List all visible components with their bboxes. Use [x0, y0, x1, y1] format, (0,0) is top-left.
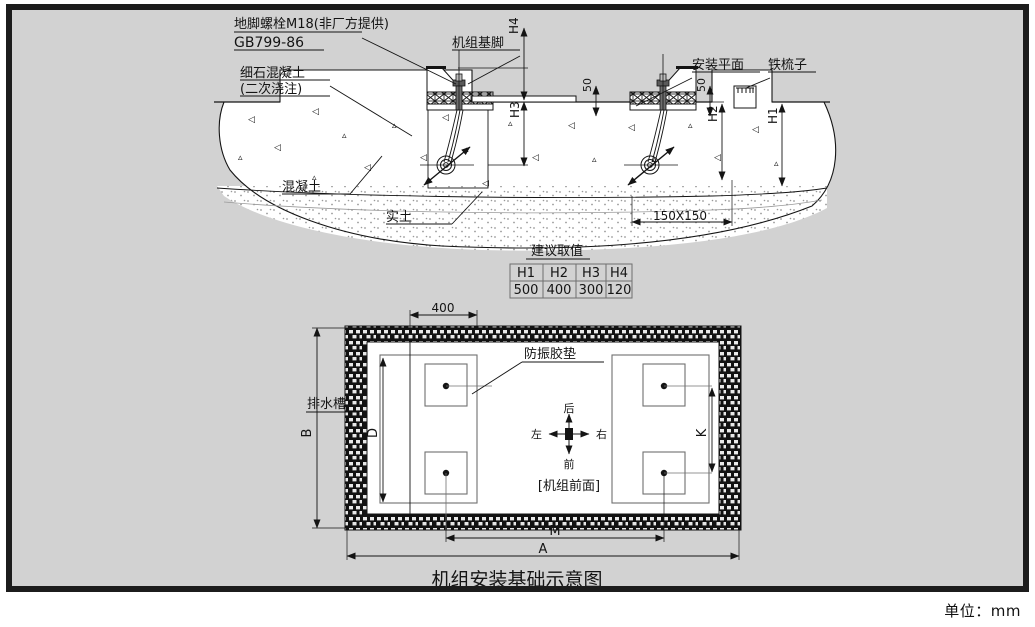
svg-text:M: M [549, 524, 560, 539]
dim-b: B [300, 327, 348, 529]
unit-note: 单位：mm [944, 602, 1021, 620]
fine-concrete-label-line1: 细石混凝土 [240, 65, 305, 81]
svg-text:◁: ◁ [568, 121, 575, 131]
svg-text:▵: ▵ [774, 159, 779, 169]
technical-drawing-canvas: ◁◁ ◁▵ ◁▵ ◁▵ ◁▵ ◁▵ ◁▵ ◁▵ ◁▵ ◁◁ ▵◁ ▵◁ ▵◁ ▵… [214, 16, 837, 586]
iron-comb-detail [733, 85, 757, 109]
iron-comb-label: 铁梳子 [768, 58, 807, 73]
dim-h4: H4 [458, 17, 528, 101]
anchor-bolt-label-line1: 地脚螺栓M18(非厂方提供) [234, 16, 389, 32]
svg-text:▵: ▵ [508, 119, 513, 129]
table-caption: 建议取值 [531, 243, 583, 259]
rubber-pad-leader [471, 361, 604, 395]
svg-text:H3: H3 [508, 101, 522, 118]
table-header-cell: H3 [582, 266, 600, 281]
dim-a: A [346, 530, 740, 560]
svg-text:D: D [366, 428, 381, 438]
rubber-pad [642, 363, 686, 407]
recommended-values-table: 建议取值 H1 H2 H3 H4 500 400 [509, 243, 633, 299]
svg-text:◁: ◁ [482, 179, 489, 189]
svg-text:◁: ◁ [364, 163, 371, 173]
compass-right-label: 右 [596, 427, 607, 441]
svg-text:◁: ◁ [248, 115, 255, 125]
svg-text:◁: ◁ [752, 125, 759, 135]
table-value-cell: 300 [579, 283, 604, 298]
table-value-cell: 500 [514, 283, 539, 298]
pad-centre-lines [445, 385, 712, 530]
dim-d: D [366, 357, 387, 503]
svg-text:◁: ◁ [420, 153, 427, 163]
table-value-cell: 120 [607, 283, 632, 298]
drain-channel-label: 排水槽 [307, 397, 346, 412]
svg-text:A: A [539, 542, 548, 557]
dim-h2: H2 [706, 103, 726, 181]
mounting-plane-label: 安装平面 [692, 58, 744, 73]
table-value-cell: 400 [547, 283, 572, 298]
svg-text:H4: H4 [507, 17, 521, 34]
section-view: ◁◁ ◁▵ ◁▵ ◁▵ ◁▵ ◁▵ ◁▵ ◁▵ ◁▵ ◁◁ ▵◁ ▵◁ ▵◁ ▵… [214, 16, 837, 251]
drawing-sheet: ◁◁ ◁▵ ◁▵ ◁▵ ◁▵ ◁▵ ◁▵ ◁▵ ◁▵ ◁◁ ▵◁ ▵◁ ▵◁ ▵… [6, 4, 1029, 592]
soil-top-line [216, 187, 828, 199]
plan-view: 防振胶垫 排水槽 后 左 右 前 [机组前面] [300, 301, 742, 560]
excavation-outline [218, 69, 837, 249]
label-underlines [234, 31, 816, 225]
svg-text:◁: ◁ [628, 123, 635, 133]
fine-concrete-label-line2: (二次浇注) [240, 81, 302, 97]
table-header-cell: H4 [610, 266, 628, 281]
dim-h1: H1 [766, 103, 786, 187]
svg-text:◁: ◁ [442, 113, 449, 123]
svg-text:400: 400 [432, 301, 455, 315]
svg-text:◁: ◁ [714, 153, 721, 163]
svg-text:▵: ▵ [312, 173, 317, 183]
table-grid [509, 263, 633, 299]
svg-text:◁: ◁ [532, 153, 539, 163]
svg-text:150X150: 150X150 [653, 209, 707, 223]
dim-50-right: 50 [695, 78, 724, 117]
table-header-cell: H1 [517, 266, 535, 281]
table-header-row: H1 H2 H3 H4 [517, 266, 628, 281]
svg-text:▵: ▵ [342, 131, 347, 141]
solid-earth-label: 实土 [386, 210, 412, 225]
compass-front-label: 前 [564, 457, 575, 471]
soil-second-line [223, 199, 823, 214]
left-pedestal [420, 50, 494, 189]
dim-m: M [445, 476, 665, 542]
dim-150x150: 150X150 [631, 180, 733, 226]
rubber-pad-label: 防振胶垫 [524, 346, 576, 362]
right-pedestal [624, 54, 698, 186]
anchor-bolt-label-line2: GB799-86 [234, 35, 304, 51]
dim-k: K [695, 387, 716, 473]
svg-text:▵: ▵ [688, 121, 693, 131]
leader-lines [329, 37, 771, 225]
svg-text:▵: ▵ [238, 153, 243, 163]
svg-text:50: 50 [695, 78, 708, 92]
svg-text:◁: ◁ [274, 143, 281, 153]
svg-text:B: B [300, 429, 315, 438]
table-header-cell: H2 [550, 266, 568, 281]
front-note-label: [机组前面] [538, 478, 600, 494]
svg-text:◁: ◁ [312, 107, 319, 117]
svg-text:H2: H2 [706, 105, 720, 122]
svg-text:K: K [695, 428, 710, 437]
dim-h3: H3 [488, 101, 528, 167]
dim-400: 400 [409, 301, 478, 328]
svg-text:▵: ▵ [592, 155, 597, 165]
orientation-compass: 后 左 右 前 [531, 402, 607, 471]
rubber-pad [424, 363, 468, 407]
machine-base-label: 机组基脚 [452, 35, 504, 51]
concrete-label: 混凝土 [282, 179, 321, 195]
compass-left-label: 左 [531, 428, 542, 441]
svg-text:50: 50 [581, 78, 594, 92]
dim-50-left: 50 [578, 78, 612, 117]
svg-text:▵: ▵ [392, 121, 397, 131]
compass-back-label: 后 [564, 402, 575, 415]
drawing-title: 机组安装基础示意图 [431, 569, 602, 586]
table-value-row: 500 400 300 120 [514, 283, 632, 298]
svg-text:H1: H1 [766, 107, 780, 124]
